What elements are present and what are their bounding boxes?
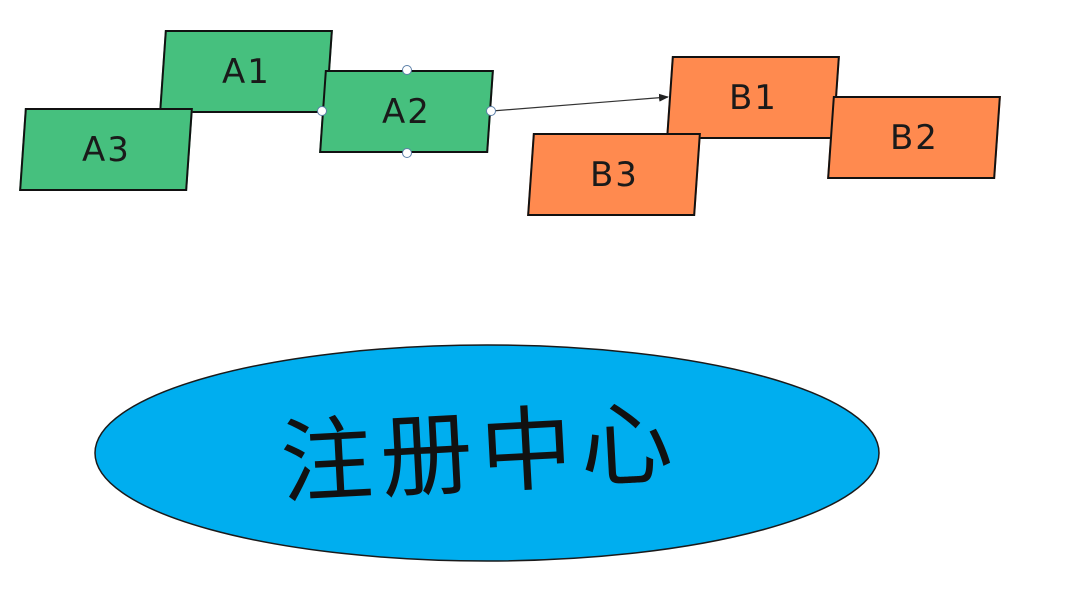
box-a2[interactable]: A2 bbox=[319, 70, 494, 153]
registry-ellipse[interactable] bbox=[94, 344, 880, 562]
connector-arrow-a2-to-b1[interactable] bbox=[491, 93, 669, 112]
selection-handle-left[interactable] bbox=[317, 106, 327, 116]
selection-handle-bottom[interactable] bbox=[402, 148, 412, 158]
selection-handle-top[interactable] bbox=[402, 65, 412, 75]
box-b1[interactable]: B1 bbox=[666, 56, 840, 139]
registry-center-label: 注册中心 bbox=[277, 389, 683, 517]
box-a1[interactable]: A1 bbox=[159, 30, 333, 113]
box-b3-label: B3 bbox=[589, 154, 639, 195]
box-a2-label: A2 bbox=[382, 91, 431, 132]
selection-handle-right[interactable] bbox=[486, 106, 496, 116]
box-b2[interactable]: B2 bbox=[827, 96, 1001, 179]
box-a1-label: A1 bbox=[221, 51, 271, 92]
box-b1-label: B1 bbox=[728, 77, 778, 118]
box-b2-label: B2 bbox=[889, 117, 939, 158]
box-b3[interactable]: B3 bbox=[527, 133, 701, 216]
box-a3-label: A3 bbox=[81, 129, 131, 170]
box-a3[interactable]: A3 bbox=[19, 108, 193, 191]
